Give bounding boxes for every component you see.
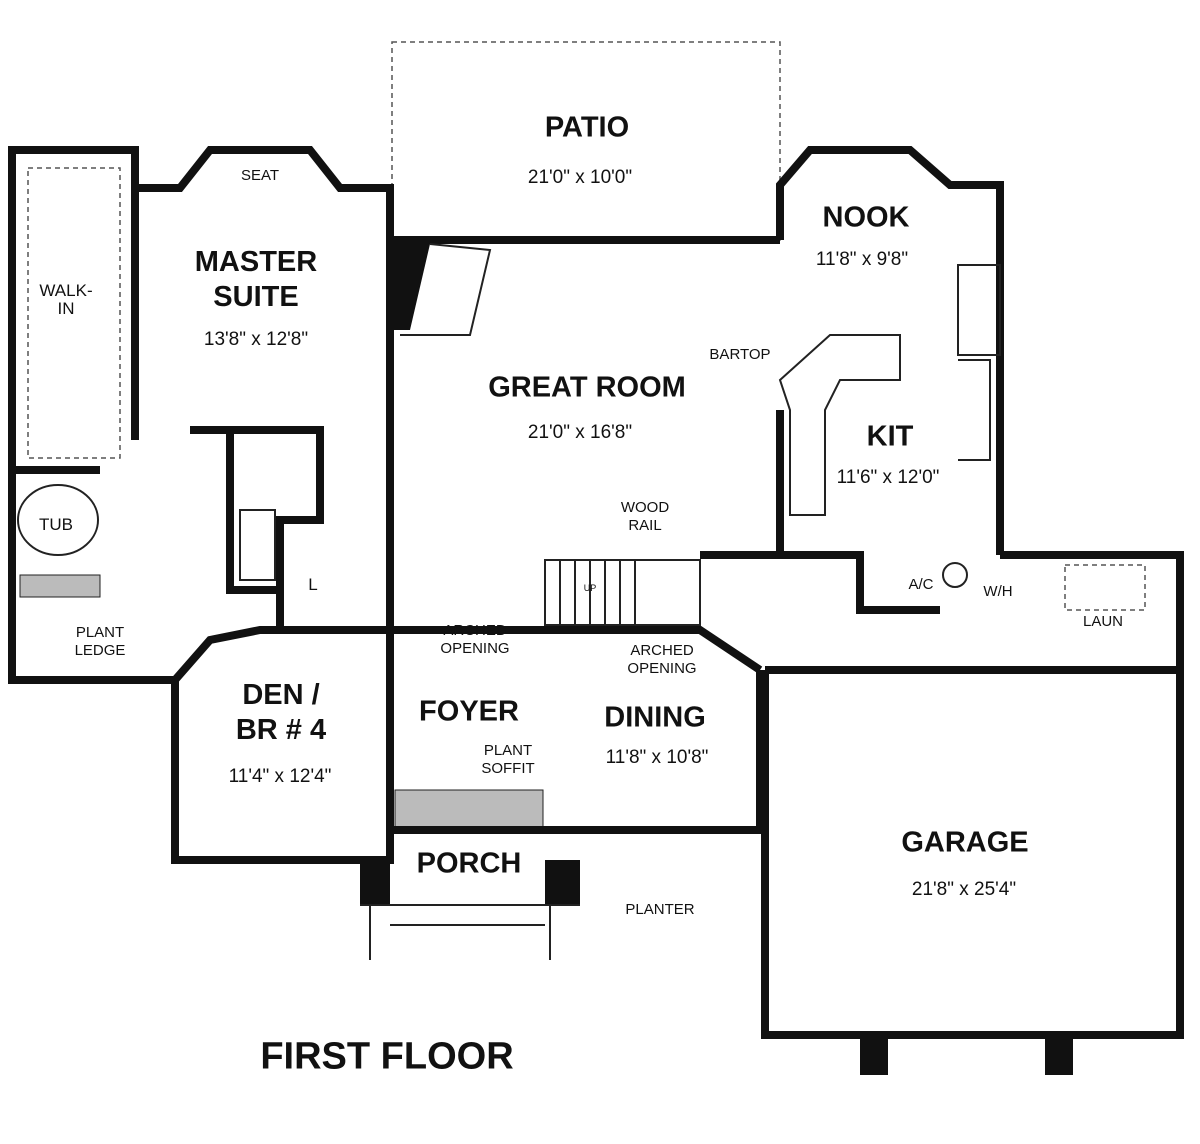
plant-ledge-hatch <box>19 574 101 598</box>
plan-title: FIRST FLOOR <box>260 1035 514 1078</box>
wall-west <box>8 146 175 684</box>
fireplace <box>392 244 430 330</box>
wall-kitchen <box>700 410 784 559</box>
seat-label: SEAT <box>240 167 280 184</box>
dining-label: DINING <box>604 701 706 734</box>
plant-ledge-label: PLANT LEDGE <box>74 624 126 659</box>
wood-rail-label: WOOD RAIL <box>620 499 670 534</box>
great-room-label: GREAT ROOM <box>488 371 686 404</box>
patio-label: PATIO <box>544 111 630 144</box>
kitchen-island-bartop <box>778 334 901 516</box>
kit-dims: 11'6" x 12'0" <box>836 467 940 488</box>
patio-dims: 21'0" x 10'0" <box>527 167 633 188</box>
wall-nook <box>776 146 1004 555</box>
wall-master <box>135 146 394 630</box>
wall-dining <box>545 626 764 834</box>
planter-label: PLANTER <box>625 901 695 918</box>
porch-steps <box>360 904 580 960</box>
kitchen-counter-east <box>957 264 1001 461</box>
foyer-label: FOYER <box>419 695 519 728</box>
water-heater <box>942 562 968 588</box>
stairs <box>544 559 701 626</box>
laundry-machines <box>1064 564 1146 611</box>
water-heater-label: W/H <box>983 583 1013 600</box>
porch-label: PORCH <box>416 847 522 880</box>
master-dims: 13'8" x 12'8" <box>203 329 309 350</box>
wall-den <box>171 626 394 864</box>
porch-column-right <box>545 860 580 905</box>
plant-soffit-label: PLANT SOFFIT <box>481 742 535 777</box>
great-room-dims: 21'0" x 16'8" <box>527 422 633 443</box>
arched-opening-label-1: ARCHED OPENING <box>440 622 510 657</box>
laundry-label: LAUN <box>1082 613 1124 630</box>
tub <box>17 484 99 556</box>
linen-label: L <box>308 575 318 594</box>
walkin-label: WALK-IN <box>39 281 93 318</box>
porch-column-left <box>360 860 390 905</box>
wall-garage <box>760 551 1184 1039</box>
den-dims: 11'4" x 12'4" <box>228 766 332 787</box>
patio-outline <box>391 41 781 241</box>
walkin-shelving <box>27 167 121 459</box>
shower <box>239 509 276 581</box>
kit-label: KIT <box>866 420 914 453</box>
ac-label: A/C <box>908 576 934 593</box>
master-label: MASTER SUITE <box>194 246 318 313</box>
wall-closet <box>12 188 139 474</box>
fireplace-hearth <box>400 243 492 336</box>
plant-soffit-hatch <box>394 789 544 829</box>
nook-label: NOOK <box>822 201 910 234</box>
nook-dims: 11'8" x 9'8" <box>815 249 909 270</box>
garage-pier-left <box>860 1035 888 1075</box>
dining-dims: 11'8" x 10'8" <box>605 747 709 768</box>
garage-dims: 21'8" x 25'4" <box>911 879 1017 900</box>
wall-bath <box>190 426 324 630</box>
den-label: DEN / BR # 4 <box>235 679 327 746</box>
stairs-up-label: UP <box>583 583 597 593</box>
tub-label: TUB <box>39 515 73 534</box>
bartop-label: BARTOP <box>709 346 771 363</box>
garage-label: GARAGE <box>901 826 1029 859</box>
garage-pier-right <box>1045 1035 1073 1075</box>
arched-opening-label-2: ARCHED OPENING <box>627 642 697 677</box>
